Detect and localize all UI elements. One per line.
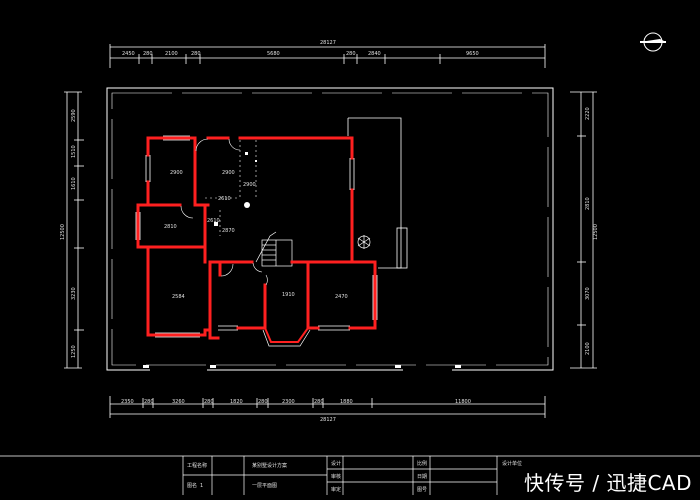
tb-sheet-label: 图名 (187, 482, 197, 489)
left-dim-2: 1510 (71, 145, 77, 158)
bottom-dim-6: 280 (258, 399, 268, 405)
tb-row6-label: 图号 (417, 487, 427, 493)
bottom-dim-2: 280 (144, 399, 154, 405)
tb-row3-label: 审定 (331, 486, 341, 493)
bottom-total-dim: 28127 (320, 417, 336, 423)
tb-project-value: 某别墅设计方案 (252, 462, 287, 469)
left-dim-1: 2590 (71, 109, 77, 122)
interior-details (214, 152, 257, 226)
bay-window (264, 327, 309, 343)
site-boundary (106, 87, 554, 371)
bottom-dim-9: 1880 (340, 399, 353, 405)
room-label-9: 2470 (335, 294, 348, 300)
top-dim-5: 5680 (267, 51, 280, 57)
left-dim-5: 1250 (71, 345, 77, 358)
room-label-8: 1910 (282, 292, 295, 298)
staircase (255, 231, 293, 267)
elevation-markers (143, 365, 461, 368)
bottom-dimensions (109, 396, 546, 418)
bottom-dim-5: 1820 (230, 399, 243, 405)
room-label-5: 2810 (164, 224, 177, 230)
top-dim-3: 2100 (165, 51, 178, 57)
right-total-dim: 12500 (593, 224, 599, 240)
tb-right-label: 设计单位 (502, 460, 522, 467)
right-dimensions (570, 91, 597, 369)
room-label-3: 2900 (243, 182, 256, 188)
terrace-outline (347, 117, 408, 269)
tb-project-label: 工程名称 (187, 462, 207, 469)
left-dim-4: 3230 (71, 287, 77, 300)
left-dimensions (64, 91, 84, 369)
tb-drawing-name: 一层平面图 (252, 483, 277, 489)
right-dim-1: 2220 (585, 107, 591, 120)
room-label-1: 2900 (170, 170, 183, 176)
bottom-dim-3: 3260 (172, 399, 185, 405)
bottom-dim-4: 280 (204, 399, 214, 405)
left-dim-3: 1610 (71, 177, 77, 190)
tb-row4-label: 比例 (417, 460, 427, 467)
doors (180, 138, 268, 286)
north-arrow-icon (640, 32, 666, 52)
top-dim-2: 280 (143, 51, 153, 57)
tb-row2-label: 审核 (331, 473, 341, 480)
top-dim-6: 280 (346, 51, 356, 57)
top-dim-4: 280 (191, 51, 201, 57)
watermark-text: 快传号 / 迅捷CAD (524, 471, 692, 495)
bottom-dim-10: 11800 (455, 399, 471, 405)
bottom-dim-7: 2300 (282, 399, 295, 405)
site-inner-boundary (111, 92, 549, 366)
left-total-dim: 12500 (60, 224, 66, 240)
tb-row1-label: 设计 (331, 460, 341, 467)
top-dimensions (109, 44, 546, 68)
top-dim-7: 2840 (368, 51, 381, 57)
room-label-4: 2610 (218, 196, 231, 202)
room-label-10: 2870 (222, 228, 235, 234)
room-label-2: 2900 (222, 170, 235, 176)
bottom-dim-1: 2350 (121, 399, 134, 405)
right-dim-4: 2100 (585, 342, 591, 355)
top-total-dim: 28127 (320, 40, 336, 46)
right-dim-3: 3070 (585, 287, 591, 300)
tb-sheet-no: 1 (200, 483, 203, 489)
title-block (0, 455, 700, 495)
plant-icon (357, 235, 371, 249)
room-label-6: 2610 (207, 218, 220, 224)
top-dim-8: 9650 (466, 51, 479, 57)
top-dim-1: 2450 (122, 51, 135, 57)
tb-row5-label: 日期 (417, 474, 427, 480)
bottom-dim-8: 280 (314, 399, 324, 405)
building-walls (136, 136, 377, 340)
room-label-7: 2584 (172, 294, 185, 300)
right-dim-2: 2810 (585, 197, 591, 210)
windows (135, 135, 378, 338)
